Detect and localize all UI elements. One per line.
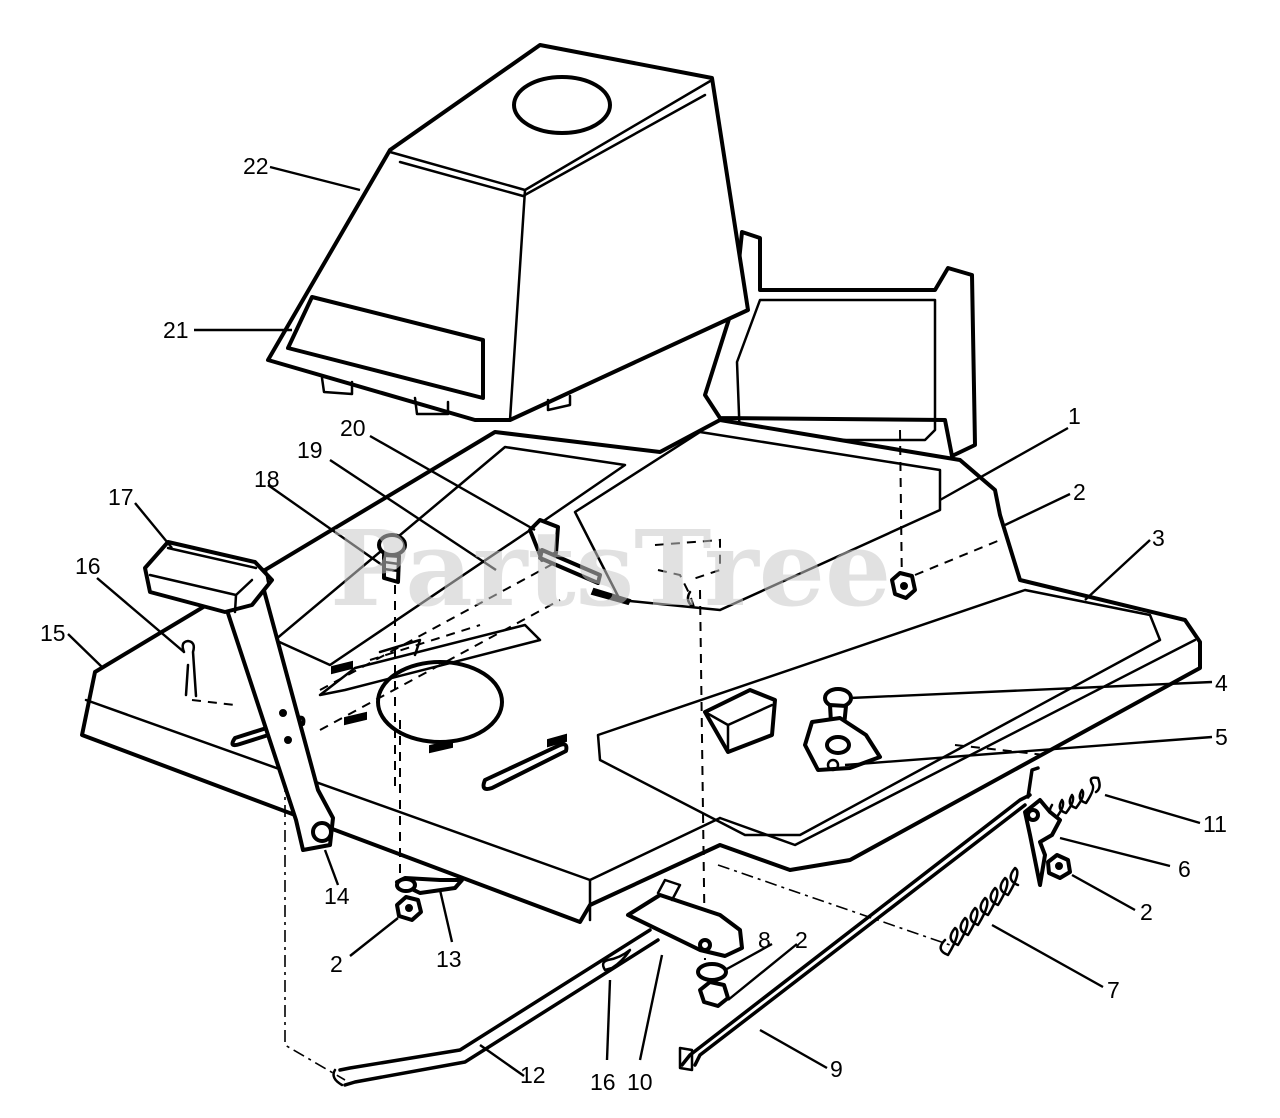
nut-upper-right	[890, 571, 917, 600]
callout-13: 13	[436, 946, 462, 972]
bracket-13	[395, 876, 464, 895]
callout-5: 5	[1215, 724, 1228, 750]
bracket-19	[318, 623, 542, 697]
brake-pedal-pad	[143, 540, 274, 614]
callout-21: 21	[163, 317, 189, 343]
callout-15: 15	[40, 620, 66, 646]
callout-19: 19	[297, 437, 323, 463]
callout-18: 18	[254, 466, 280, 492]
callout-20: 20	[340, 415, 366, 441]
callout-12: 12	[520, 1062, 546, 1088]
callout-2-upper: 2	[1073, 479, 1086, 505]
callout-3: 3	[1152, 525, 1165, 551]
link-6	[1023, 798, 1062, 887]
hood-label-plate	[286, 295, 485, 400]
callout-2-right: 2	[1140, 899, 1153, 925]
callout-4: 4	[1215, 670, 1228, 696]
bolt-18	[377, 533, 407, 584]
callout-16-lower: 16	[590, 1069, 616, 1095]
leader-lines	[67, 165, 1213, 1077]
callout-10: 10	[627, 1069, 653, 1095]
washer-8	[696, 962, 728, 982]
callout-14: 14	[324, 883, 350, 909]
rod-9	[678, 766, 1040, 1072]
callout-17: 17	[108, 484, 134, 510]
callout-16-upper: 16	[75, 553, 101, 579]
nut-6	[1046, 853, 1072, 880]
hood-cover	[266, 43, 750, 422]
pivot-bracket-5	[803, 716, 882, 772]
deck-plate	[80, 418, 1202, 924]
hidden-fastener	[657, 569, 696, 611]
spring-7	[939, 866, 1020, 957]
hidden-lines	[191, 429, 1046, 1081]
callout-numbers: 1 2 3 4 5 11 6 2 7 8 2 9 10 16 12 2 13 1…	[40, 153, 1228, 1095]
callout-9: 9	[830, 1056, 843, 1082]
callout-11: 11	[1203, 811, 1227, 837]
watermark-text: PartsTree	[330, 507, 891, 630]
nut-2-lower	[698, 980, 730, 1008]
callout-1: 1	[1068, 403, 1081, 429]
callout-8: 8	[758, 927, 771, 953]
clip-20	[528, 518, 602, 585]
callout-22: 22	[243, 153, 269, 179]
brake-lever	[220, 581, 335, 852]
hairpin-clip-upper	[181, 639, 198, 698]
bracket-10	[626, 878, 744, 958]
callout-2-left: 2	[330, 951, 343, 977]
nut-13	[395, 895, 423, 922]
callout-2-center: 2	[795, 927, 808, 953]
callout-6: 6	[1178, 856, 1191, 882]
callout-7: 7	[1107, 977, 1120, 1003]
spring-11	[1048, 776, 1101, 820]
rod-12	[332, 928, 660, 1087]
